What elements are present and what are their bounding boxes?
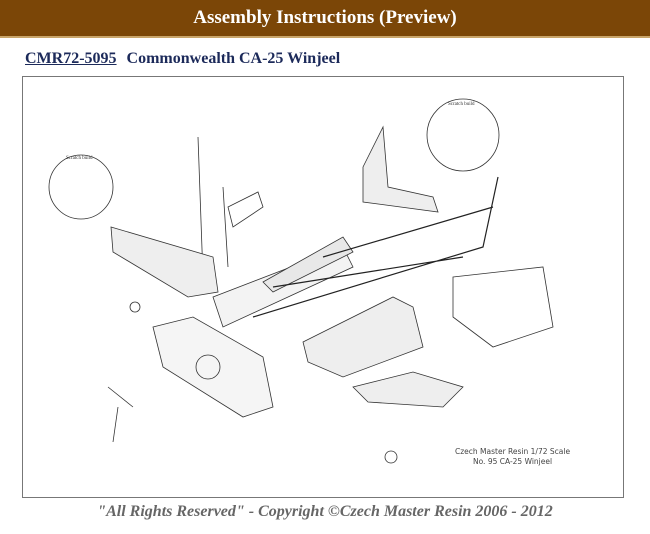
svg-text:Scratch build: Scratch build	[66, 156, 93, 161]
scratch-detail-circle-left	[48, 154, 114, 220]
diagram-caption: Czech Master Resin 1/72 Scale No. 95 CA-…	[455, 447, 570, 467]
svg-text:Scratch build: Scratch build	[448, 102, 475, 107]
cowling	[152, 316, 274, 418]
caption-line1: Czech Master Resin 1/72 Scale	[455, 447, 571, 456]
seats	[452, 266, 554, 348]
product-name: Commonwealth CA-25 Winjeel	[126, 50, 341, 67]
scratch-detail-circle-right	[426, 98, 500, 172]
tail	[362, 125, 439, 213]
diagram-drawing: Scratch build Scratch build	[48, 98, 554, 464]
copyright-footer: "All Rights Reserved" - Copyright ©Czech…	[97, 503, 553, 520]
product-code-link[interactable]: CMR72-5095	[25, 50, 117, 67]
right-wing	[352, 371, 464, 408]
caption-line2: No. 95 CA-25 Winjeel	[472, 457, 553, 466]
canopy	[227, 191, 264, 228]
fuselage	[302, 296, 424, 378]
product-title: CMR72-5095 Commonwealth CA-25 Winjeel	[25, 50, 340, 68]
header-title: Assembly Instructions (Preview)	[193, 7, 457, 28]
page-header: Assembly Instructions (Preview)	[0, 0, 650, 38]
left-wing	[110, 226, 219, 298]
assembly-diagram: Scratch build Scratch build	[22, 76, 624, 498]
